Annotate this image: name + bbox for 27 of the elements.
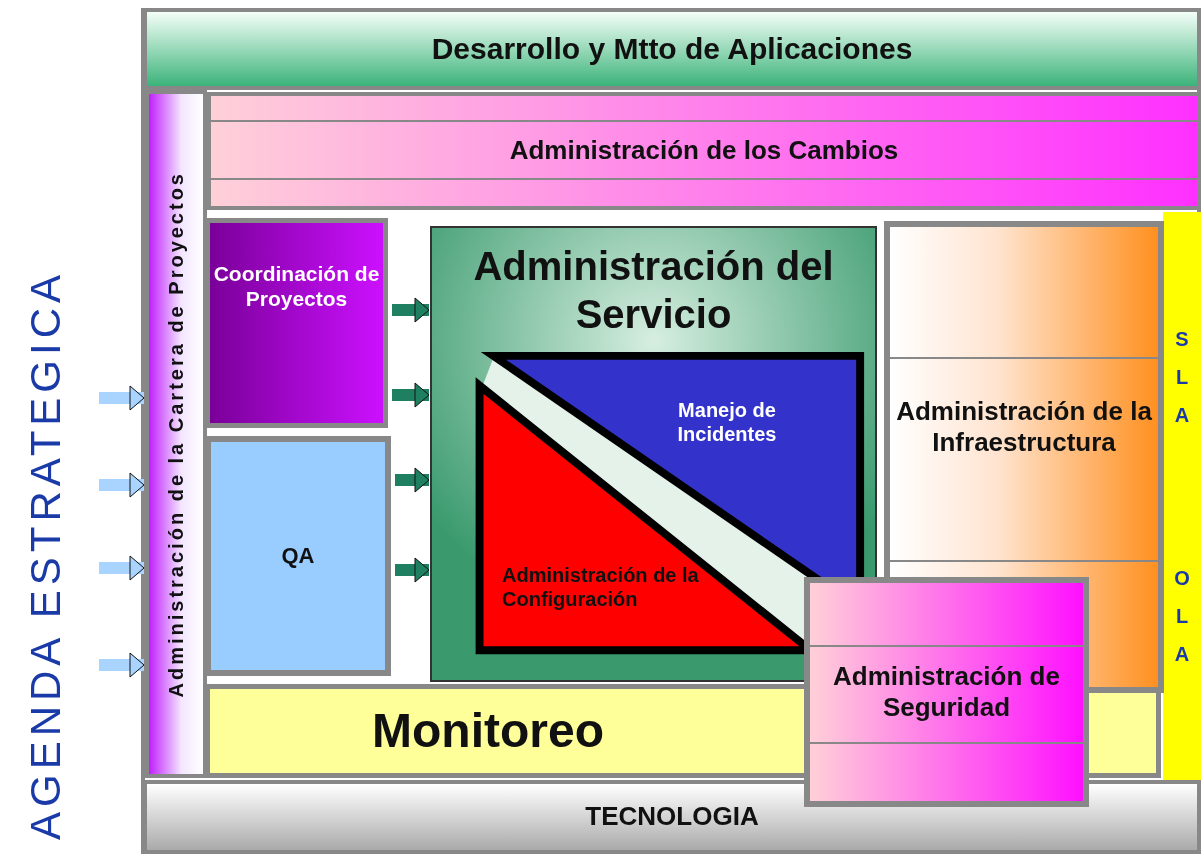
label: Desarrollo y Mtto de Aplicaciones <box>431 31 913 67</box>
label: Administración de los Cambios <box>509 135 899 167</box>
label: TECNOLOGIA <box>585 801 759 833</box>
arrow <box>99 385 145 411</box>
label: Monitoreo <box>372 703 604 760</box>
heading: AGENDA ESTRATEGICA <box>20 270 70 840</box>
label: QA <box>281 542 315 570</box>
process-box <box>205 218 388 428</box>
arrow <box>392 382 430 408</box>
label: SLA <box>1173 326 1191 428</box>
process-box <box>205 436 391 676</box>
process-box <box>804 577 1089 807</box>
label: Administración de Seguridad <box>832 660 1061 724</box>
label: Manejo de Incidentes <box>676 398 778 446</box>
label: Coordinación de Proyectos <box>212 261 381 312</box>
arrow <box>392 297 430 323</box>
arrow <box>395 467 430 493</box>
label: Administración de la Infraestructura <box>895 395 1153 459</box>
arrow <box>395 557 430 583</box>
label: Administración de la Cartera de Proyectos <box>164 170 188 698</box>
heading: Administración del Servicio <box>472 243 835 338</box>
side-band <box>1163 212 1201 780</box>
label: OLA <box>1173 565 1191 667</box>
arrow <box>99 472 145 498</box>
arrow <box>99 555 145 581</box>
label: Administración de la Configuración <box>502 563 700 611</box>
arrow <box>99 652 145 678</box>
